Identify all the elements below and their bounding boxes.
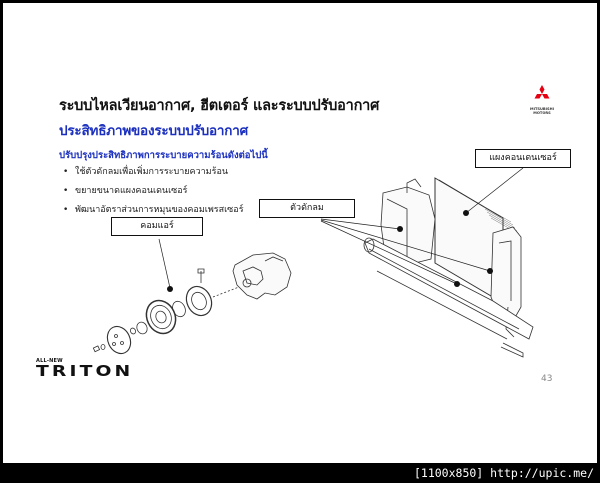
slide: ระบบไหลเวียนอากาศ, ฮีตเตอร์ และระบบปรับอ…	[3, 3, 597, 463]
bullet-icon: •	[63, 186, 69, 196]
page-number: 43	[541, 374, 553, 384]
image-watermark: [1100x850] http://upic.me/	[413, 466, 594, 480]
triton-brand-logo: ALL-NEW TRITON	[36, 358, 134, 380]
air-guide-label: ตัวดักลม	[259, 199, 355, 218]
mitsubishi-logo: MITSUBISHI MOTORS	[526, 85, 558, 115]
ac-components-diagram	[92, 167, 534, 358]
bullet-item: •ขยายขนาดแผงคอนเดนเซอร์	[63, 183, 244, 202]
condenser-drawing	[363, 177, 534, 358]
slide-title: ระบบไหลเวียนอากาศ, ฮีตเตอร์ และระบบปรับอ…	[59, 98, 380, 114]
compressor-label: คอมแอร์	[111, 217, 203, 236]
condenser-label: แผงคอนเดนเซอร์	[475, 149, 571, 168]
slide-subtitle: ประสิทธิภาพของระบบปรับอากาศ	[59, 123, 248, 139]
bullet-item: •พัฒนาอัตราส่วนการหมุนของคอมเพรสเซอร์	[63, 202, 244, 221]
bullet-icon: •	[63, 205, 69, 215]
bullet-list: •ใช้ตัวดักลมเพื่อเพิ่มการระบายความร้อน •…	[63, 164, 244, 221]
compressor-drawing	[92, 252, 292, 355]
lead-text: ปรับปรุงประสิทธิภาพการระบายความร้อนดังต่…	[59, 150, 268, 161]
three-diamonds-icon	[534, 85, 550, 99]
bullet-item: •ใช้ตัวดักลมเพื่อเพิ่มการระบายความร้อน	[63, 164, 244, 183]
bullet-icon: •	[63, 167, 69, 177]
